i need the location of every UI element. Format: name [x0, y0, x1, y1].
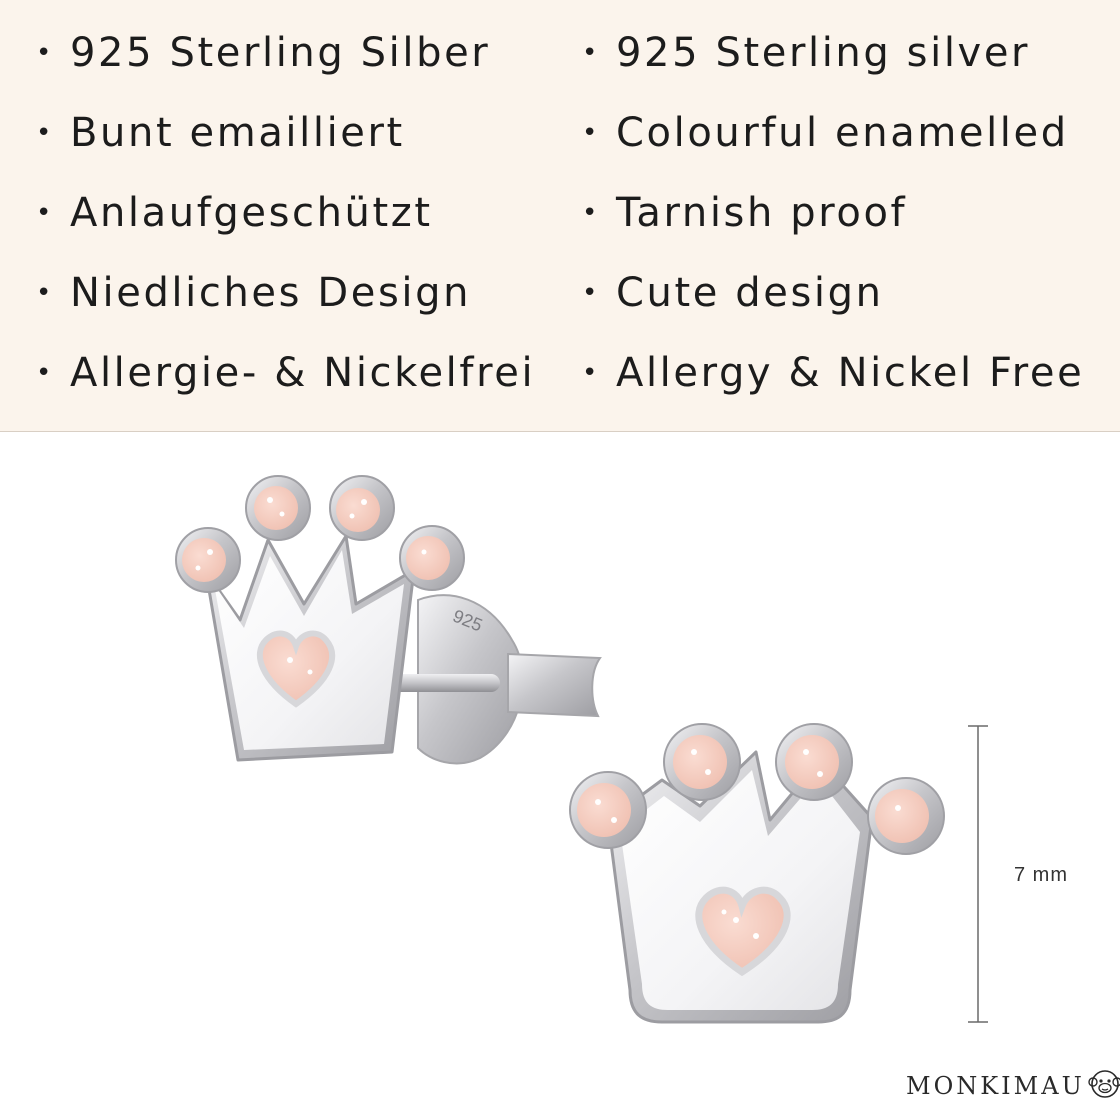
feature-item: • 925 Sterling Silber: [36, 22, 535, 102]
dimension-label: 7 mm: [1014, 864, 1068, 886]
bullet-icon: •: [582, 278, 600, 308]
feature-item: • Colourful enamelled: [582, 102, 1084, 182]
feature-item: • Cute design: [582, 262, 1084, 342]
feature-text: Colourful enamelled: [616, 110, 1069, 156]
bullet-icon: •: [582, 38, 600, 68]
feature-item: • Bunt emailliert: [36, 102, 535, 182]
feature-list-german: • 925 Sterling Silber • Bunt emailliert • A…: [36, 22, 535, 422]
feature-text: Anlaufgeschützt: [70, 190, 433, 236]
feature-item: • Tarnish proof: [582, 182, 1084, 262]
feature-text: Tarnish proof: [616, 190, 908, 236]
earring-back: 925: [380, 594, 602, 765]
feature-text: Allergy & Nickel Free: [616, 350, 1085, 396]
feature-item: • 925 Sterling silver: [582, 22, 1084, 102]
feature-item: • Anlaufgeschützt: [36, 182, 535, 262]
monkey-face-icon: [1088, 1067, 1120, 1105]
feature-text: Allergie- & Nickelfrei: [70, 350, 536, 396]
bullet-icon: •: [36, 118, 54, 148]
banner-divider: [0, 431, 1120, 432]
earring-post: [380, 674, 500, 692]
feature-text: 925 Sterling silver: [616, 30, 1031, 76]
crown-earring-back: [175, 475, 465, 762]
feature-item: • Allergy & Nickel Free: [582, 342, 1084, 422]
dimension-indicator: [968, 725, 988, 1023]
crown-earring-front: [569, 723, 945, 1024]
feature-item: • Allergie- & Nickelfrei: [36, 342, 535, 422]
feature-list-english: • 925 Sterling silver • Colourful enamelle…: [582, 22, 1084, 422]
feature-banner: [0, 0, 1120, 432]
bullet-icon: •: [36, 198, 54, 228]
bullet-icon: •: [36, 358, 54, 388]
feature-item: • Niedliches Design: [36, 262, 535, 342]
brand-logo: MONKIMAU ®: [906, 1066, 1120, 1106]
bullet-icon: •: [582, 198, 600, 228]
brand-name: MONKIMAU: [906, 1072, 1085, 1100]
bullet-icon: •: [36, 278, 54, 308]
feature-text: Niedliches Design: [70, 270, 472, 316]
product-photo: 925: [175, 475, 988, 1024]
feature-text: 925 Sterling Silber: [70, 30, 491, 76]
bullet-icon: •: [582, 358, 600, 388]
bullet-icon: •: [36, 38, 54, 68]
feature-text: Cute design: [616, 270, 884, 316]
feature-text: Bunt emailliert: [70, 110, 405, 156]
bullet-icon: •: [582, 118, 600, 148]
